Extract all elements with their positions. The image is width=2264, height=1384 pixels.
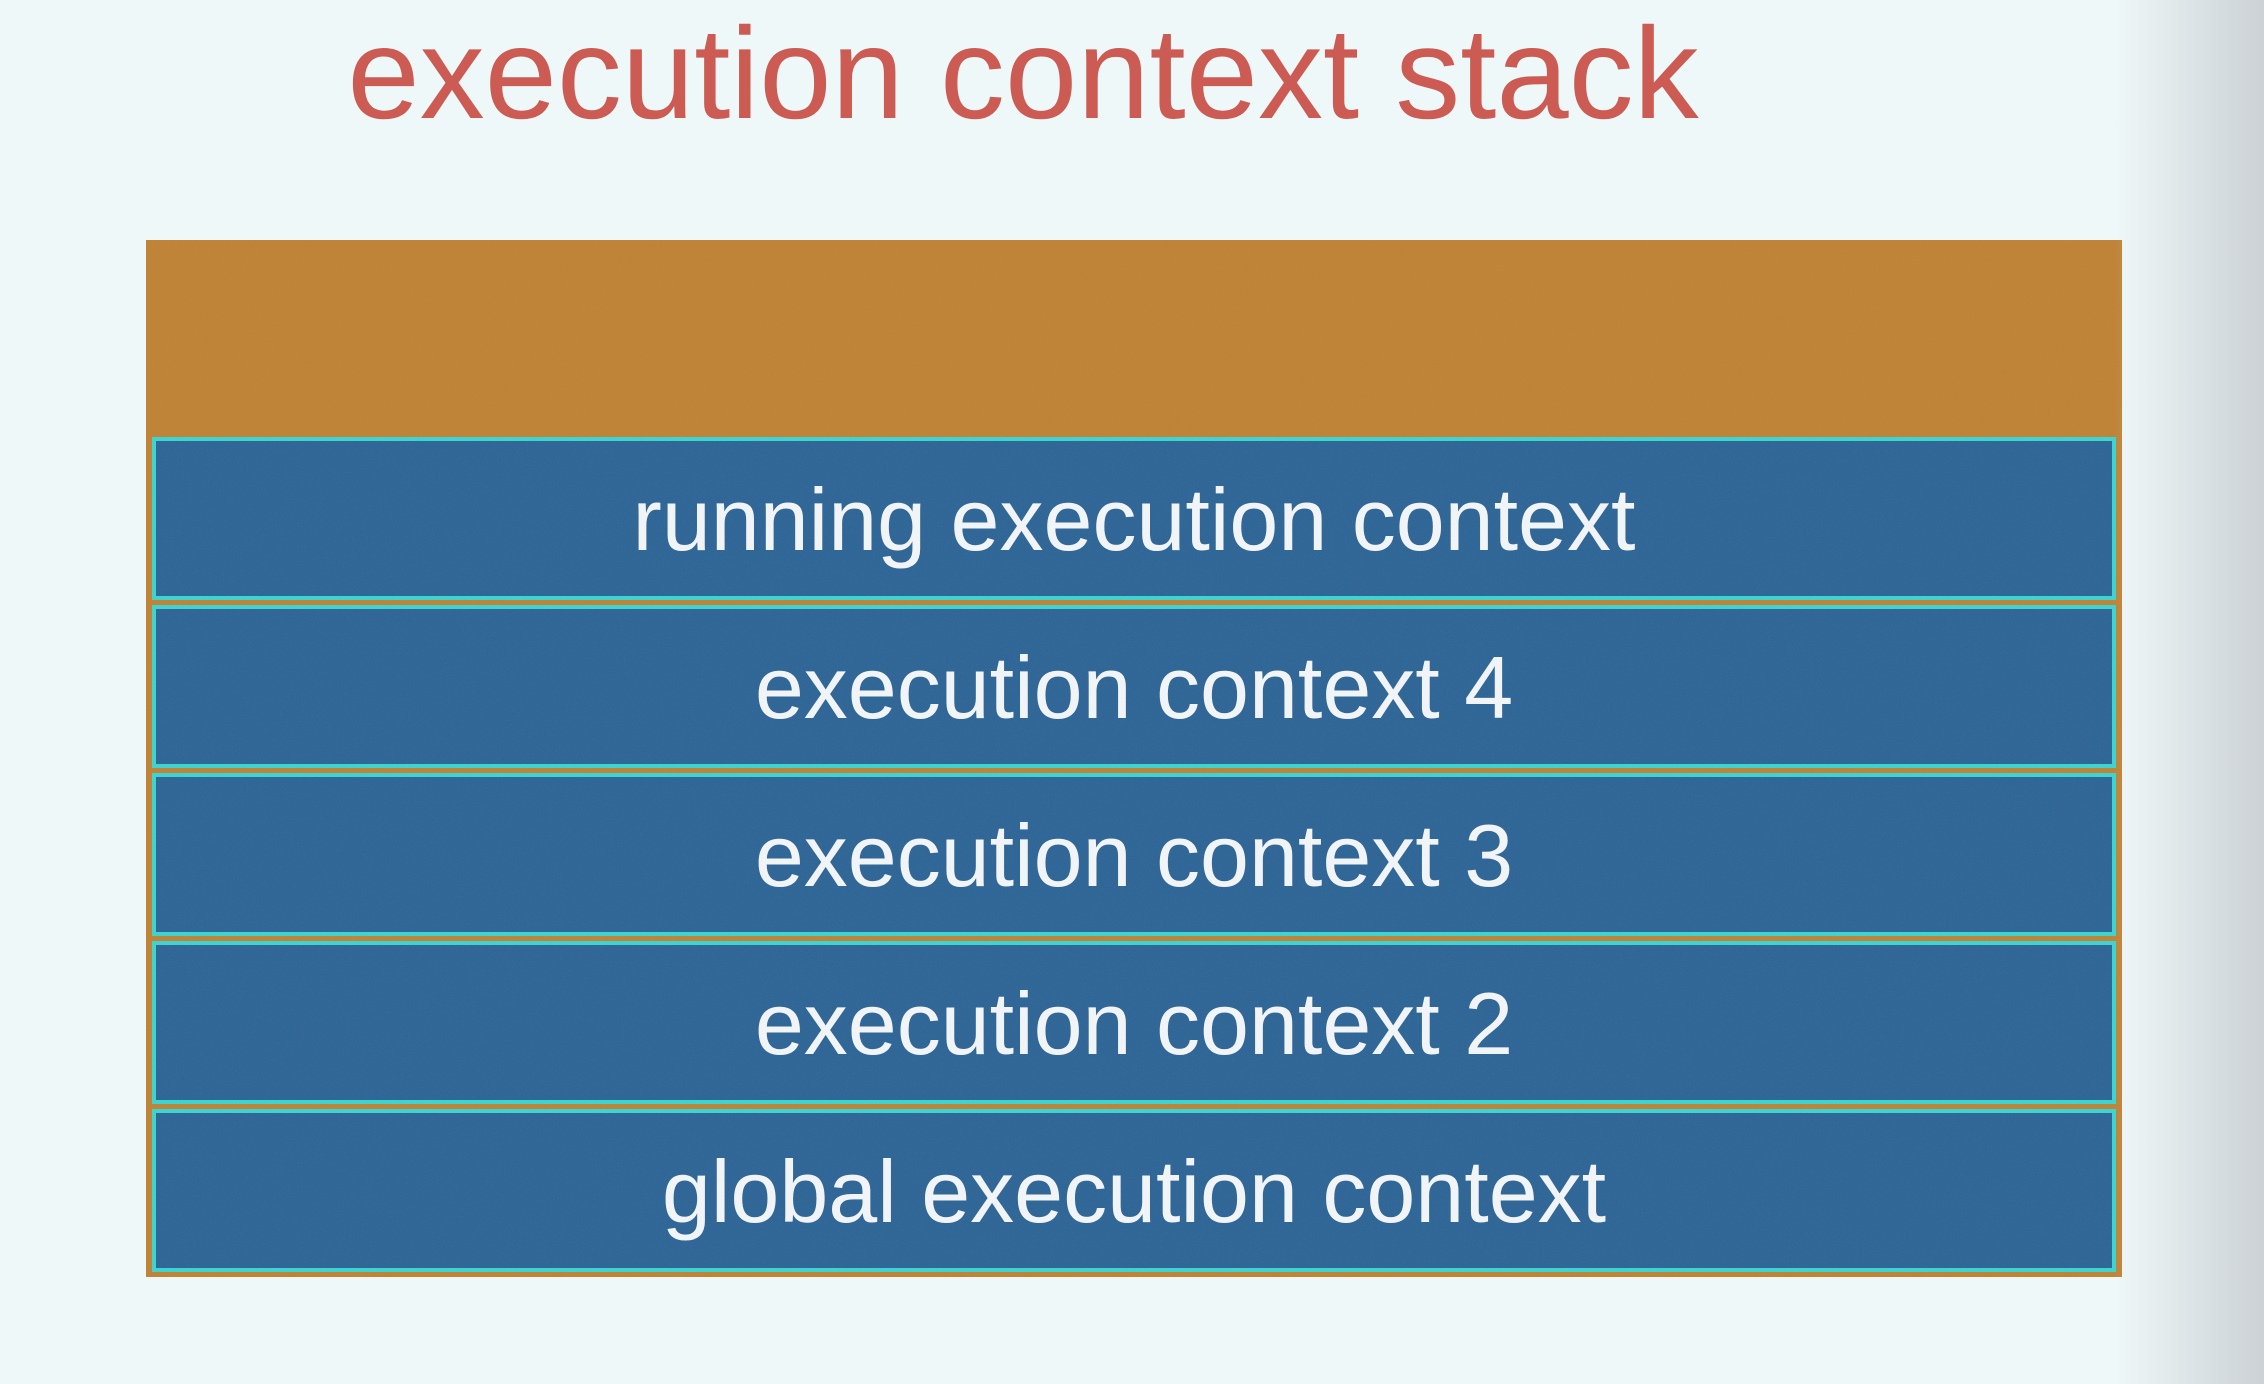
stack-row: execution context 3 [152,773,2116,936]
page-title: execution context stack [347,0,1699,146]
page-edge-shadow [2114,0,2264,1384]
row-label: running execution context [632,469,1636,569]
row-label: global execution context [661,1141,1607,1241]
stack-row: execution context 2 [152,941,2116,1104]
row-label: execution context 2 [754,973,1514,1073]
stack-row: execution context 4 [152,605,2116,768]
row-label: execution context 4 [754,637,1514,737]
row-label: execution context 3 [754,805,1514,905]
stack-row: global execution context [152,1109,2116,1272]
stack-row: running execution context [152,437,2116,600]
execution-context-stack: running execution context execution cont… [146,240,2122,1277]
